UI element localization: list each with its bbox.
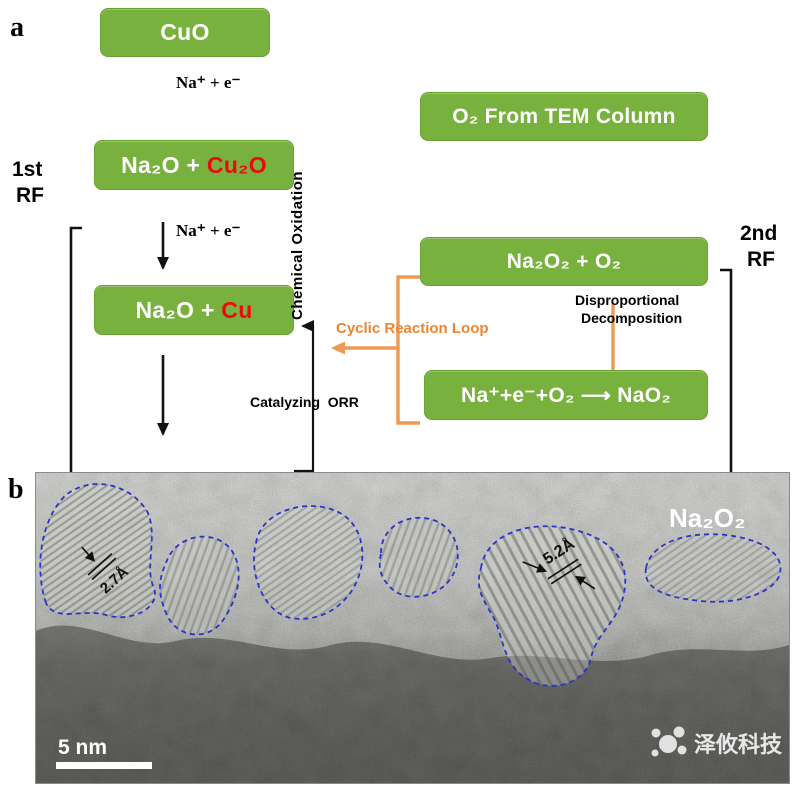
box-na2o-cu2o-base: Na₂O + bbox=[121, 151, 207, 178]
panel-b-label: b bbox=[8, 474, 24, 505]
label-2nd: 2nd bbox=[740, 222, 778, 245]
tem-image: Na₂O₂ 2.7Å 5.2Å 5 nm bbox=[35, 472, 790, 784]
scale-bar-label: 5 nm bbox=[58, 736, 107, 759]
substrate-region bbox=[36, 625, 789, 783]
label-rf-left: RF bbox=[16, 184, 44, 207]
watermark-logo-icon bbox=[651, 726, 687, 757]
label-rf-right: RF bbox=[747, 248, 775, 271]
box-orr-reaction-text: Na⁺+e⁻+O₂ ⟶ NaO₂ bbox=[461, 383, 671, 407]
scale-bar: 5 nm bbox=[56, 736, 152, 769]
box-cuo-text: CuO bbox=[160, 19, 210, 45]
box-o2-tem-column-text: O₂ From TEM Column bbox=[452, 104, 676, 128]
box-na2o2-o2: Na₂O₂ + O₂ bbox=[420, 237, 708, 286]
label-decomposition: Decomposition bbox=[581, 310, 683, 326]
box-orr-reaction: Na⁺+e⁻+O₂ ⟶ NaO₂ bbox=[424, 370, 708, 420]
box-na2o-cu2o: Na₂O + Cu₂O bbox=[94, 140, 294, 190]
box-na2o-cu: Na₂O + Cu bbox=[94, 285, 294, 335]
box-na2o-cu-base: Na₂O + bbox=[135, 296, 222, 323]
label-disproportional: Disproportional bbox=[575, 292, 680, 308]
connector-right-boxes bbox=[396, 275, 420, 425]
box-cuo: CuO bbox=[100, 8, 270, 57]
label-na-e-top: Na⁺ + e⁻ bbox=[176, 73, 241, 92]
label-catalyzing-orr: Catalyzing ORR bbox=[250, 394, 359, 410]
material-label: Na₂O₂ bbox=[669, 503, 746, 533]
label-cyclic-reaction-loop: Cyclic Reaction Loop bbox=[336, 320, 489, 337]
label-na-e-bottom: Na⁺ + e⁻ bbox=[176, 221, 241, 240]
watermark-text: 泽攸科技 bbox=[694, 732, 783, 757]
box-na2o-cu2o-red: Cu₂O bbox=[206, 151, 267, 178]
chemical-oxidation-arrow bbox=[294, 320, 315, 473]
box-na2o-cu-red: Cu bbox=[221, 296, 253, 323]
box-o2-tem-column: O₂ From TEM Column bbox=[420, 92, 708, 141]
box-na2o2-o2-text: Na₂O₂ + O₂ bbox=[506, 249, 622, 273]
tem-graphic: Na₂O₂ 2.7Å 5.2Å 5 nm bbox=[36, 473, 789, 783]
scale-bar-line bbox=[56, 762, 152, 769]
label-1st: 1st bbox=[12, 158, 43, 181]
panel-a-label: a bbox=[10, 12, 24, 43]
watermark: 泽攸科技 bbox=[651, 726, 783, 757]
